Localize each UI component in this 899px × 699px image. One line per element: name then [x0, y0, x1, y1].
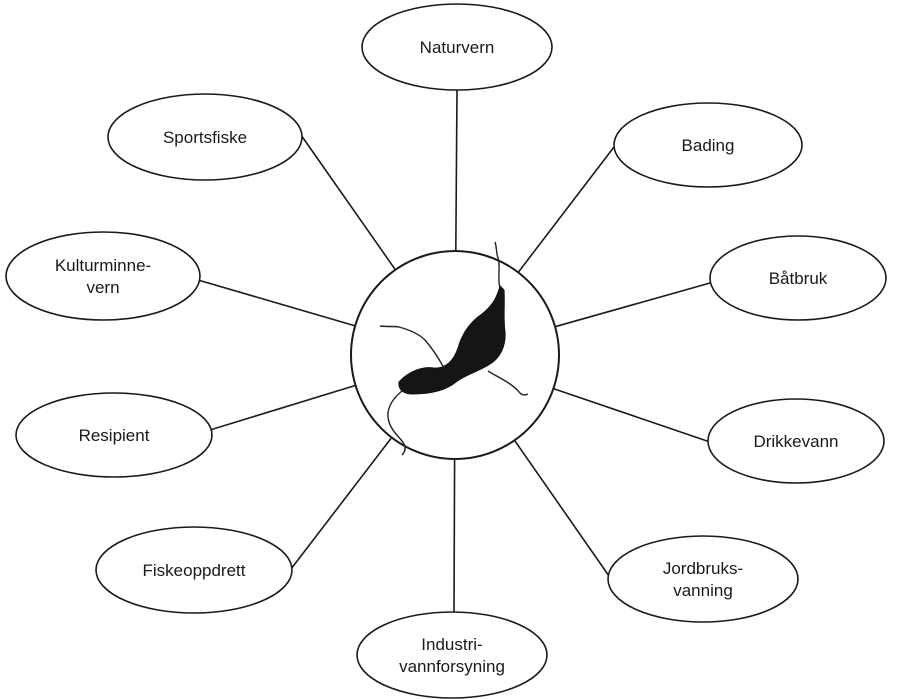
node-label-industrivannforsyning-line2: vannforsyning [399, 657, 505, 676]
node-ellipse [15, 392, 213, 478]
node-label-resipient: Resipient [79, 426, 150, 445]
spoke-batbruk [554, 282, 711, 328]
node-jordbruksvanning: Jordbruks-vanning [607, 535, 799, 623]
node-label-industrivannforsyning-line1: Industri- [421, 635, 482, 654]
spoke-drikkevann [553, 387, 711, 443]
node-label-jordbruksvanning-line2: vanning [673, 581, 733, 600]
node-ellipse [613, 102, 803, 188]
spoke-lines [197, 89, 711, 613]
node-ellipse [707, 398, 885, 484]
spoke-sportsfiske [300, 134, 397, 271]
node-label-fiskeoppdrett: Fiskeoppdrett [143, 561, 246, 580]
spoke-resipient [209, 384, 356, 431]
node-ellipse [607, 535, 799, 623]
node-ellipse [356, 611, 548, 699]
node-label-batbruk: Båtbruk [769, 269, 828, 288]
node-drikkevann: Drikkevann [707, 398, 885, 484]
node-bading: Bading [613, 102, 803, 188]
node-naturvern: Naturvern [361, 3, 553, 91]
node-batbruk: Båtbruk [709, 235, 887, 321]
spoke-kulturminnevern [197, 279, 356, 327]
node-label-sportsfiske: Sportsfiske [163, 128, 247, 147]
node-label-kulturminnevern-line1: Kulturminne- [55, 256, 151, 275]
river-icon [379, 241, 529, 456]
node-label-kulturminnevern-line2: vern [86, 278, 119, 297]
central-hub [350, 241, 560, 460]
node-ellipse [5, 231, 201, 321]
node-ellipse [107, 93, 303, 181]
spoke-industrivannforsyning [453, 458, 456, 613]
node-fiskeoppdrett: Fiskeoppdrett [95, 526, 293, 614]
node-label-drikkevann: Drikkevann [753, 432, 838, 451]
node-ellipse [95, 526, 293, 614]
node-label-bading: Bading [682, 136, 735, 155]
spoke-jordbruksvanning [513, 439, 610, 577]
node-industrivannforsyning: Industri-vannforsyning [356, 611, 548, 699]
node-label-jordbruksvanning-line1: Jordbruks- [663, 559, 743, 578]
category-nodes: NaturvernBadingBåtbrukDrikkevannJordbruk… [5, 3, 887, 699]
node-resipient: Resipient [15, 392, 213, 478]
node-kulturminnevern: Kulturminne-vern [5, 231, 201, 321]
spoke-bading [517, 146, 615, 273]
node-label-naturvern: Naturvern [420, 38, 495, 57]
node-ellipse [709, 235, 887, 321]
spoke-fiskeoppdrett [290, 437, 393, 570]
spoke-naturvern [455, 89, 458, 252]
node-sportsfiske: Sportsfiske [107, 93, 303, 181]
node-ellipse [361, 3, 553, 91]
